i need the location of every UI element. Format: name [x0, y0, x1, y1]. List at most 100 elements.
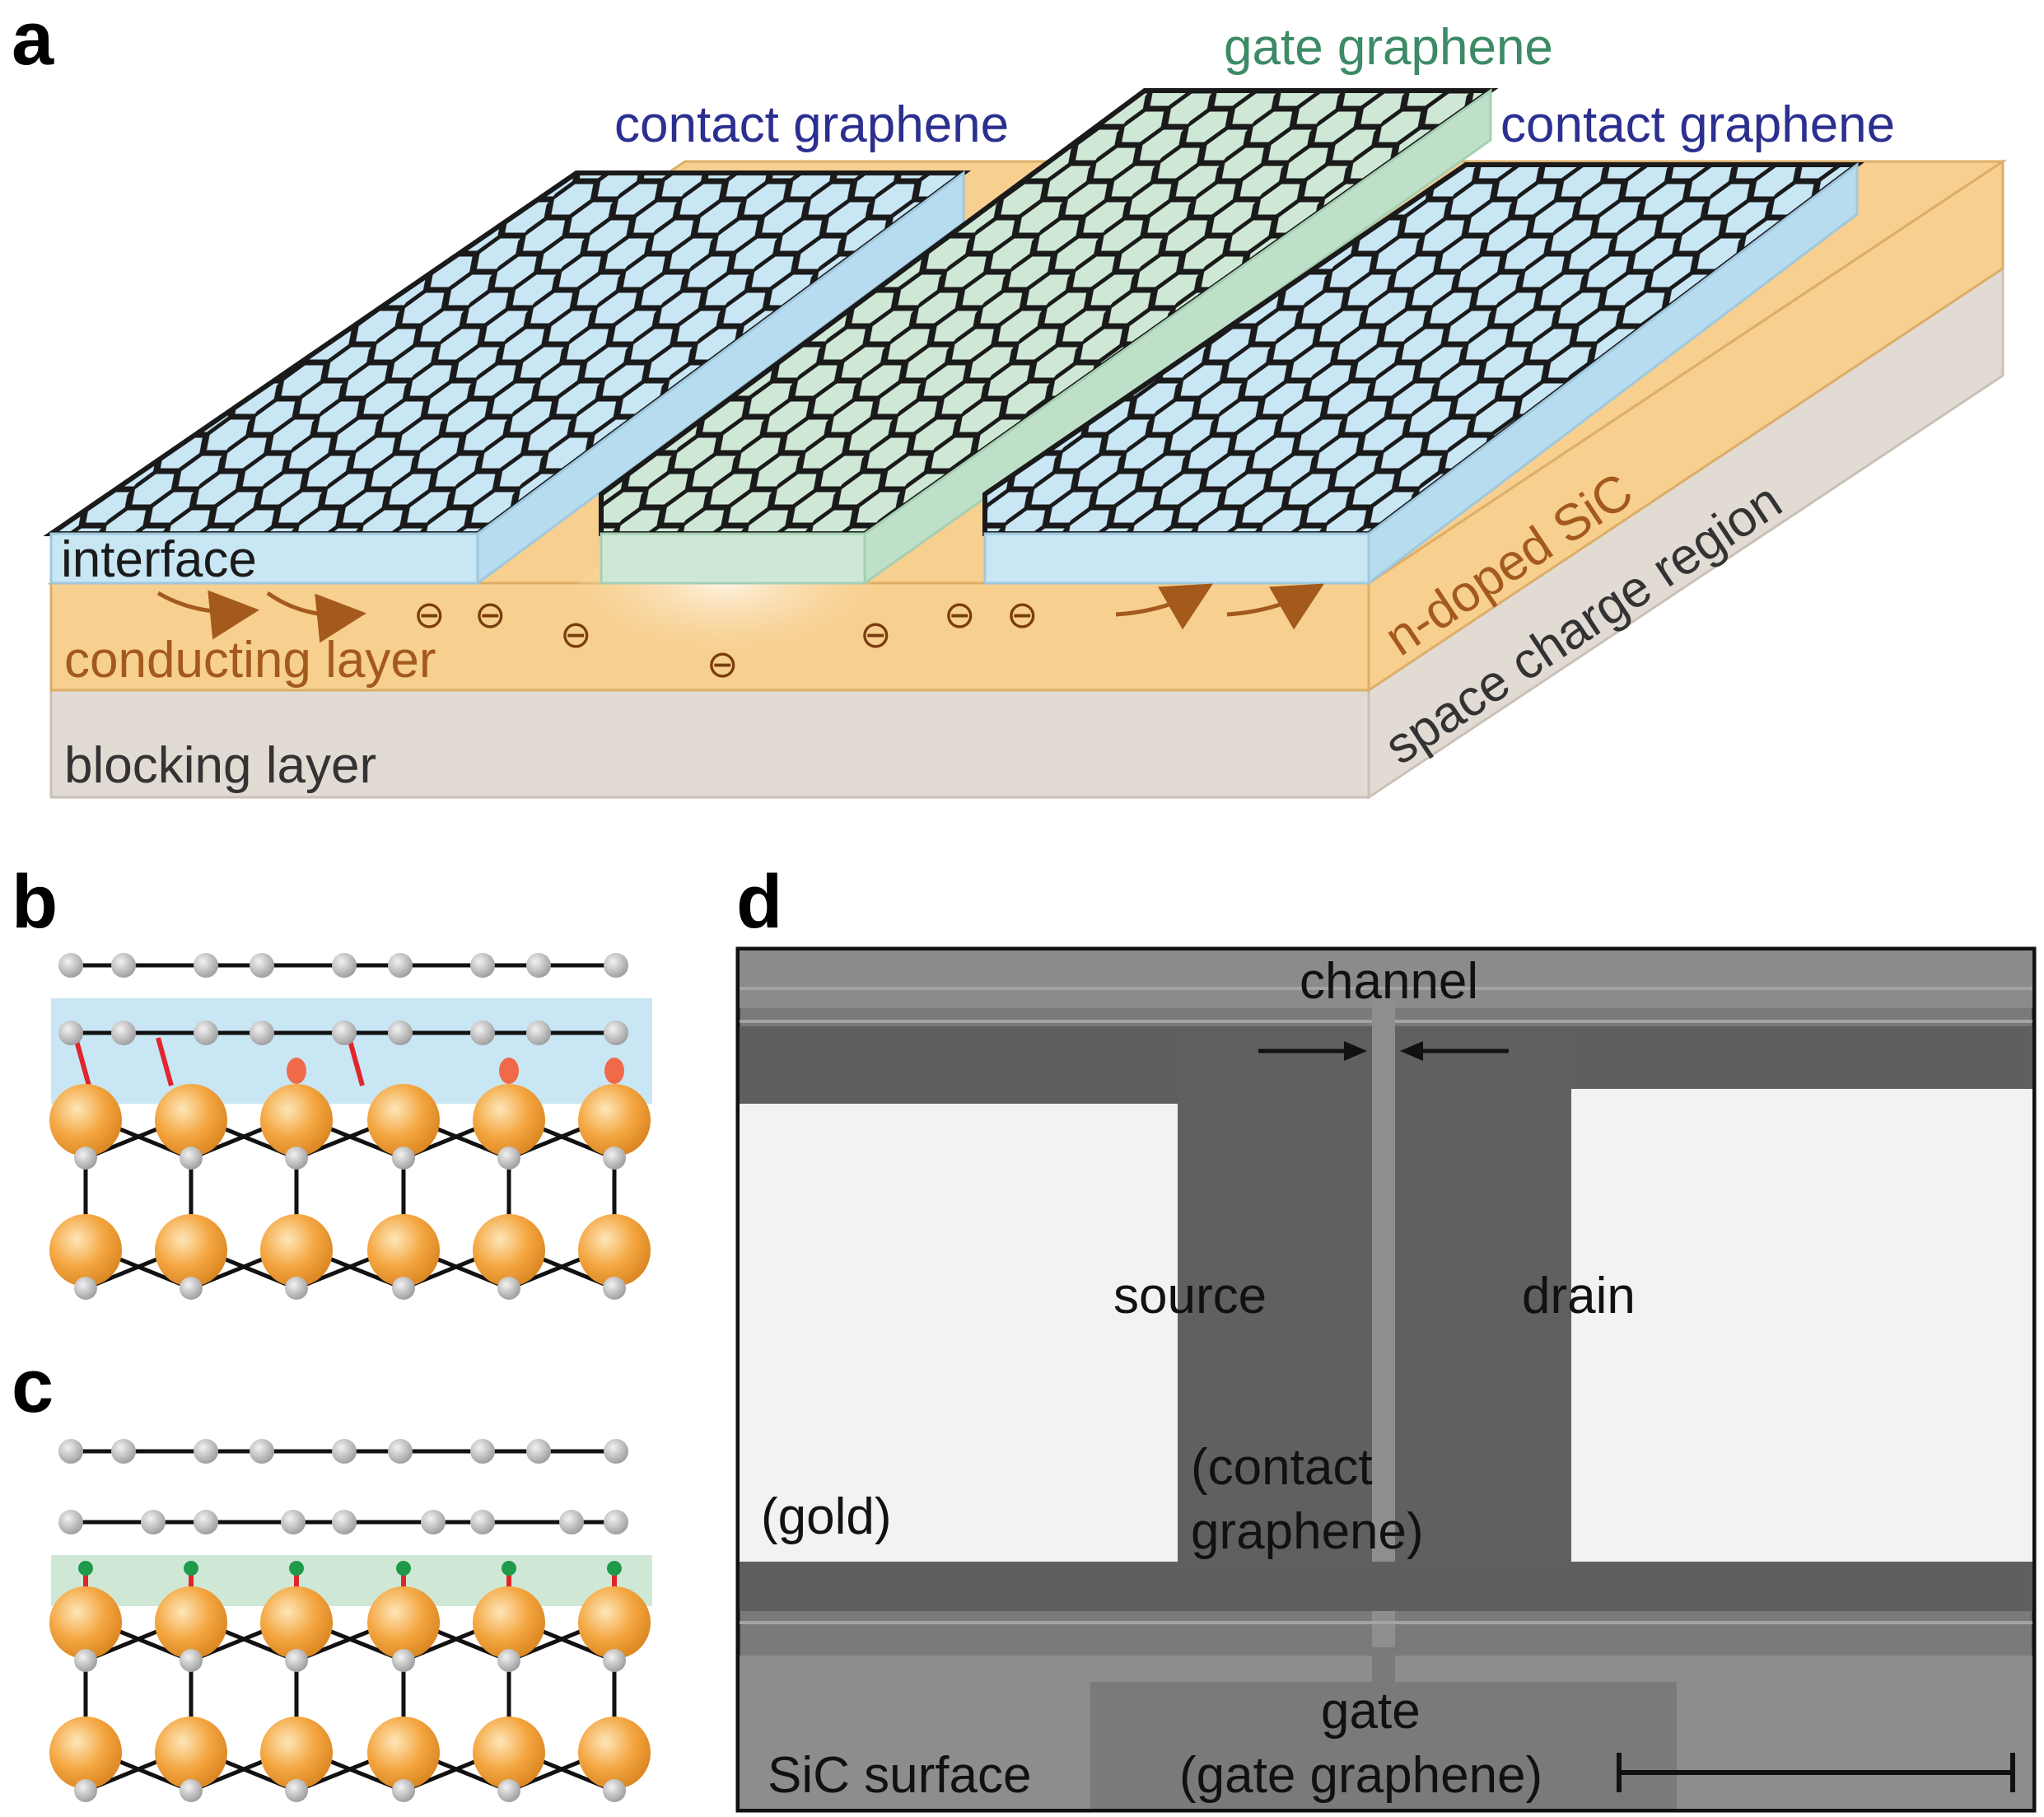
carbon-atom — [250, 953, 274, 978]
carbon-atom — [111, 953, 136, 978]
carbon-atom — [250, 1021, 274, 1045]
carbon-atom — [604, 1021, 628, 1045]
contact-graphene-right-front — [983, 532, 1370, 585]
sic-substrate — [49, 1586, 651, 1802]
contact-graphene-drain — [1395, 1026, 1571, 1603]
carbon-atom — [180, 1147, 203, 1170]
carbon-atom — [470, 1439, 495, 1464]
carbon-atom — [421, 1510, 446, 1534]
carbon-atom — [74, 1277, 97, 1300]
panel-letter-d: d — [736, 860, 782, 944]
label-gold: (gold) — [761, 1488, 892, 1545]
gate-graphene-area — [1090, 1682, 1677, 1809]
label-gate-graphene: (gate graphene) — [1179, 1747, 1542, 1804]
panel-a: a ⊖ ⊖ ⊖ ⊖ ⊖ ⊖ — [12, 0, 2007, 800]
carbon-atom — [603, 1147, 626, 1170]
electron-symbol: ⊖ — [860, 613, 892, 656]
graphene-layer — [58, 1510, 628, 1534]
carbon-atom — [58, 1439, 83, 1464]
carbon-atom — [194, 953, 218, 978]
dangling-bond-icon — [604, 1058, 624, 1084]
panel-c: c — [12, 1344, 652, 1802]
carbon-atom — [392, 1277, 415, 1300]
carbon-atom — [497, 1779, 520, 1802]
carbon-atom — [392, 1649, 415, 1672]
current-arrow-1 — [156, 590, 259, 640]
contact-graphene-right-side — [1367, 161, 1859, 586]
carbon-atom — [604, 1439, 628, 1464]
electron-symbol: ⊖ — [707, 642, 739, 685]
channel-arrow-left-head — [1344, 1041, 1367, 1061]
silicon-atom — [260, 1717, 333, 1789]
carbon-atom — [285, 1277, 308, 1300]
buffer-layer — [58, 1021, 628, 1086]
sic-substrate — [49, 1084, 651, 1300]
label-gate: gate — [1321, 1683, 1421, 1740]
label-contact-graphene-left: contact graphene — [614, 96, 1009, 153]
gold-pad-right — [1571, 1089, 2032, 1562]
carbon-atom — [285, 1147, 308, 1170]
label-conducting-layer: conducting layer — [64, 632, 436, 689]
label-contact-graphene-right: contact graphene — [1500, 96, 1895, 153]
hydrogen-layer-band — [51, 1555, 652, 1606]
carbon-atom — [470, 1510, 495, 1534]
carbon-atom — [111, 1439, 136, 1464]
hydrogen-atom — [607, 1561, 622, 1576]
carbon-atom — [332, 1510, 357, 1534]
carbon-atom — [74, 1649, 97, 1672]
carbon-atom — [332, 1439, 357, 1464]
carbon-atom — [285, 1779, 308, 1802]
silicon-atom — [473, 1084, 545, 1156]
carbon-atom — [250, 1439, 274, 1464]
carbon-atom — [180, 1649, 203, 1672]
covalent-bond — [73, 1037, 91, 1086]
carbon-atom — [470, 953, 495, 978]
carbon-atom — [603, 1649, 626, 1672]
gate-graphene-side — [863, 88, 1492, 586]
label-contact-line1: (contact — [1191, 1439, 1373, 1496]
carbon-atom — [470, 1021, 495, 1045]
silicon-atom — [260, 1586, 333, 1659]
label-interface: interface — [61, 531, 257, 588]
carbon-atom — [497, 1277, 520, 1300]
carbon-atom — [74, 1779, 97, 1802]
carbon-atom — [58, 953, 83, 978]
silicon-atom — [367, 1214, 440, 1287]
electron-symbol: ⊖ — [944, 593, 976, 636]
electron-symbol: ⊖ — [474, 593, 506, 636]
silicon-atom — [49, 1586, 122, 1659]
carbon-atom — [58, 1021, 83, 1045]
silicon-atom — [260, 1084, 333, 1156]
silicon-atom — [155, 1586, 227, 1659]
label-blocking-layer: blocking layer — [64, 737, 376, 794]
channel-arrow-right-head — [1400, 1041, 1423, 1061]
hydrogen-atom — [396, 1561, 411, 1576]
carbon-atom — [332, 1021, 357, 1045]
hydrogen-atom — [78, 1561, 93, 1576]
electron-symbol: ⊖ — [413, 593, 446, 636]
silicon-atom — [367, 1586, 440, 1659]
sem-lower-band — [740, 1562, 2032, 1611]
carbon-atom — [526, 1021, 551, 1045]
covalent-bond — [156, 1037, 174, 1086]
silicon-atom — [49, 1084, 122, 1156]
carbon-atom — [604, 1510, 628, 1534]
panel-d: d channel source drain (contact — [735, 860, 2037, 1813]
silicon-atom — [155, 1717, 227, 1789]
carbon-atom — [180, 1779, 203, 1802]
contact-graphene-source — [1178, 1026, 1372, 1603]
carbon-atom — [497, 1147, 520, 1170]
covalent-bond — [347, 1037, 365, 1086]
electrons: ⊖ ⊖ ⊖ ⊖ ⊖ ⊖ ⊖ — [413, 593, 1038, 685]
panel-letter-c: c — [12, 1344, 54, 1428]
label-drain: drain — [1522, 1268, 1636, 1324]
silicon-atom — [49, 1717, 122, 1789]
carbon-atom — [141, 1510, 166, 1534]
carbon-atom — [603, 1779, 626, 1802]
carbon-atom — [194, 1510, 218, 1534]
graphene-layer — [58, 1439, 628, 1464]
carbon-atom — [604, 953, 628, 978]
carbon-atom — [180, 1277, 203, 1300]
current-arrow-2 — [266, 591, 366, 643]
silicon-atom — [578, 1214, 651, 1287]
